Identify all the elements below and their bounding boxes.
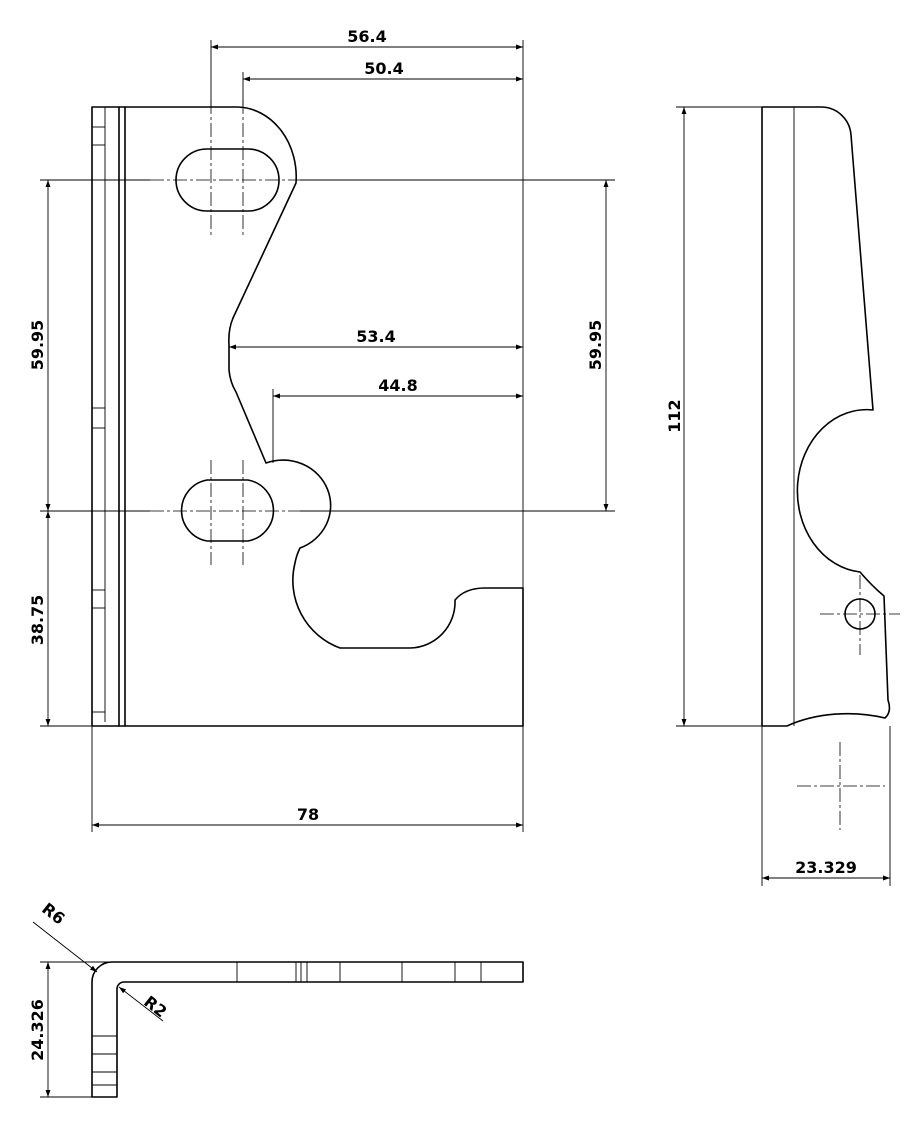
lower-slot [180, 479, 275, 542]
dim-50-4-text: 50.4 [364, 59, 403, 78]
slot-centerlines [150, 100, 300, 565]
dim-56-4-text: 56.4 [347, 27, 386, 46]
bottom-profile [91, 961, 524, 1098]
dim-53-4-text: 53.4 [356, 327, 395, 346]
bottom-view: 24.326 R6 R2 [28, 899, 524, 1098]
upper-slot [175, 148, 280, 212]
dim-38-75-text: 38.75 [28, 595, 47, 646]
flange-strip-outer [91, 106, 120, 727]
bottom-ticks [92, 962, 482, 1086]
front-view: 56.4 50.4 53.4 44.8 59.95 59.95 38.75 78 [28, 27, 615, 832]
dim-59-95-right-text: 59.95 [586, 320, 605, 371]
leader-r6 [32, 921, 98, 973]
dim-24-326-text: 24.326 [28, 999, 47, 1061]
dim-44-8-text: 44.8 [378, 376, 417, 395]
flange-ticks [92, 126, 105, 713]
side-view: 112 23.329 [665, 106, 900, 886]
dim-r2-text: R2 [140, 992, 170, 1021]
side-centerlines [797, 575, 900, 830]
extension-lines [40, 40, 615, 832]
plate-outline [118, 106, 524, 727]
dim-112-text: 112 [665, 399, 684, 432]
bottom-extension-lines [40, 961, 110, 1098]
dim-78-text: 78 [297, 805, 319, 824]
leader-r2 [118, 986, 164, 1022]
dim-59-95-left-text: 59.95 [28, 320, 47, 371]
side-outline [761, 106, 891, 727]
dim-r6-text: R6 [38, 899, 68, 928]
dim-23-329-text: 23.329 [795, 858, 857, 877]
side-extension-lines [676, 106, 891, 886]
